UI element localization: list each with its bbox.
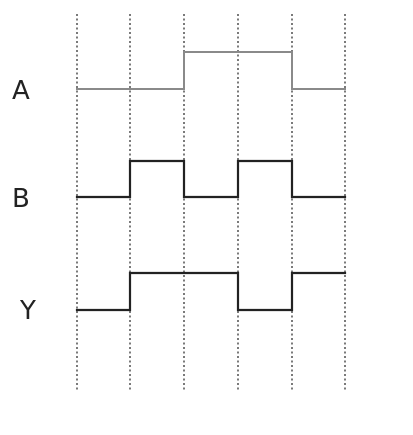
grid-lines [76, 14, 346, 390]
waveform-y [75, 271, 347, 312]
signal-label-a: A [12, 76, 30, 106]
signal-y: Y [19, 271, 347, 326]
signal-label-y: Y [19, 296, 36, 326]
signal-label-b: B [12, 184, 30, 214]
signal-a: A [12, 51, 346, 106]
waveform-a [76, 51, 346, 90]
signal-b: B [12, 159, 347, 214]
waveform-b [75, 159, 347, 199]
